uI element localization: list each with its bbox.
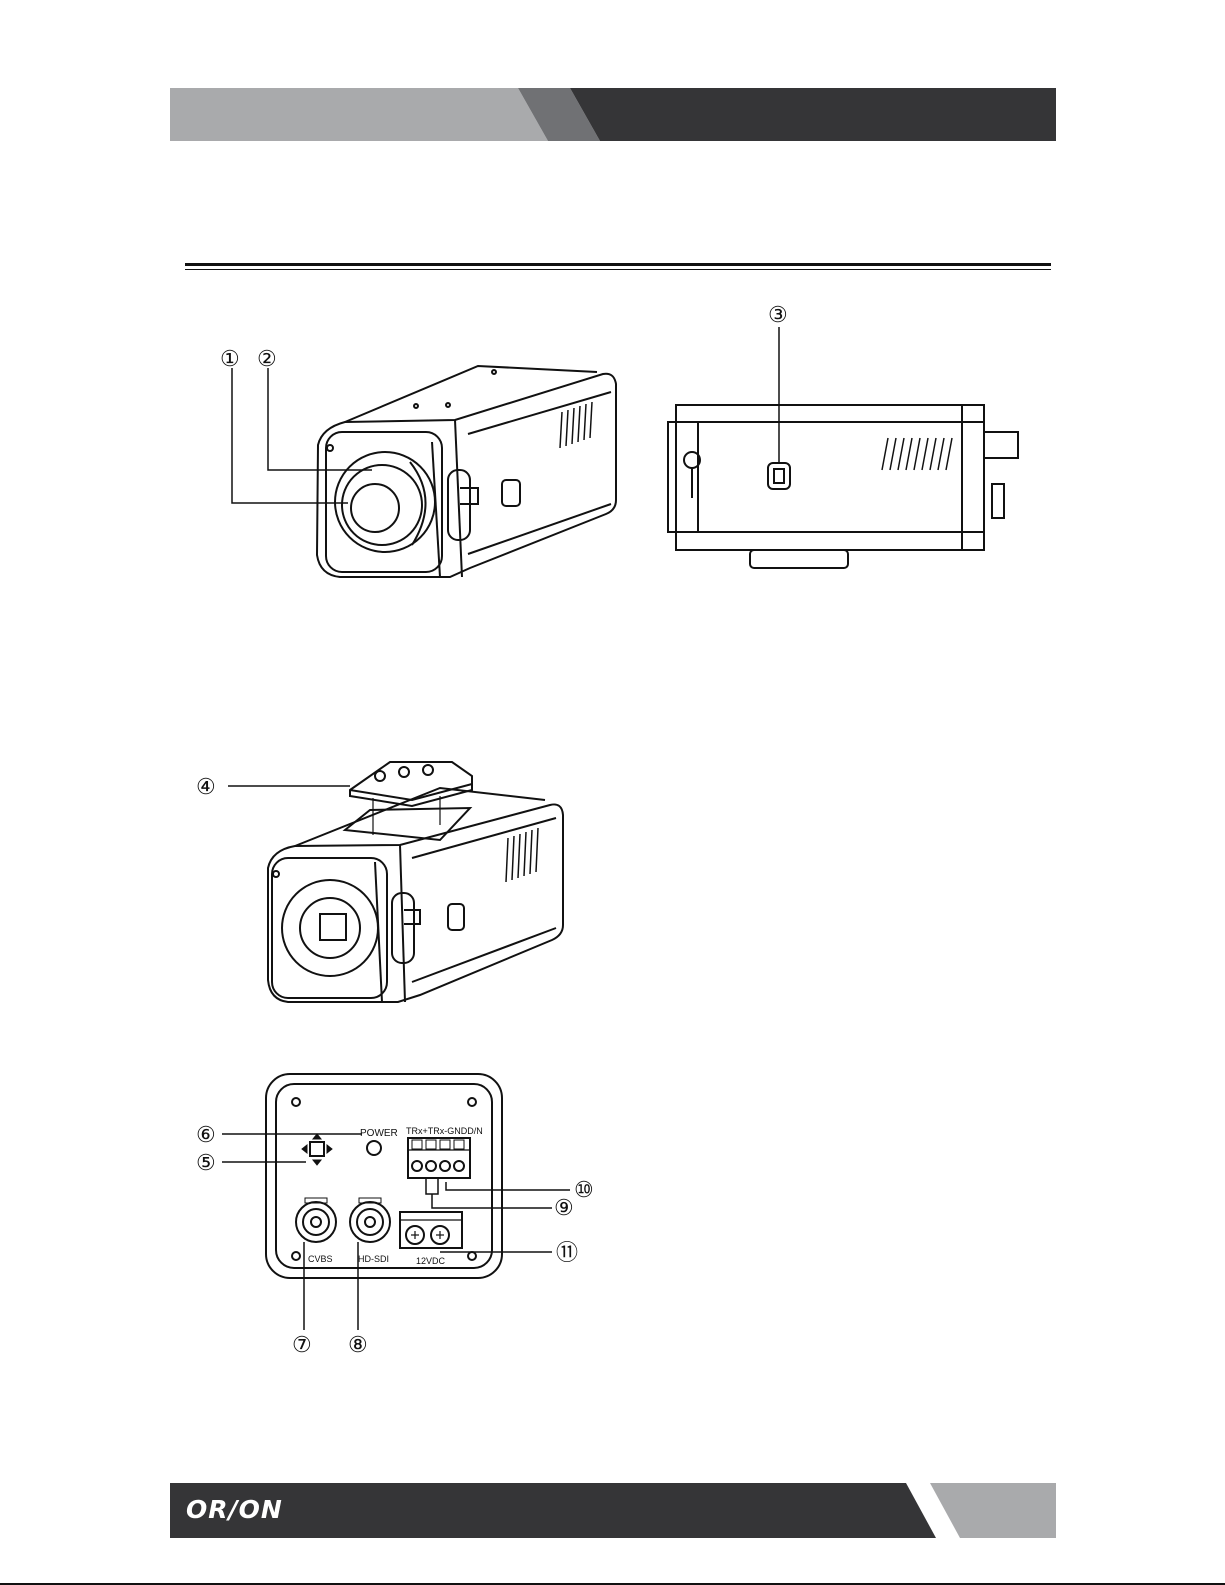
callout-3: ③: [768, 302, 788, 327]
dc-label: 12VDC: [416, 1256, 446, 1266]
hdsdi-label: HD-SDI: [358, 1254, 389, 1264]
terminal-label: TRx+TRx-GNDD/N: [406, 1126, 483, 1136]
camera-side-view: [668, 405, 1018, 568]
callout-2: ②: [257, 346, 277, 371]
callout-4: ④: [196, 774, 216, 799]
callout-7: ⑦: [292, 1332, 312, 1357]
camera-front-view: [317, 366, 616, 577]
footer-band: [170, 1483, 1056, 1538]
callout-1: ①: [220, 346, 240, 371]
callout-10: ⑩: [574, 1177, 594, 1202]
cvbs-label: CVBS: [308, 1254, 333, 1264]
orion-logo: OR/ON: [186, 1495, 283, 1524]
camera-diagrams: POWER TRx+TRx-GNDD/N CVBS HD-SDI 12VDC ①…: [0, 0, 1225, 1480]
camera-rear-panel: [266, 1074, 502, 1278]
camera-mount-view: [268, 762, 563, 1002]
callout-5: ⑤: [196, 1150, 216, 1175]
power-label: POWER: [360, 1128, 398, 1139]
callout-9: ⑨: [554, 1195, 574, 1220]
callout-8: ⑧: [348, 1332, 368, 1357]
callout-6: ⑥: [196, 1122, 216, 1147]
callout-11: ⑪: [556, 1240, 578, 1265]
